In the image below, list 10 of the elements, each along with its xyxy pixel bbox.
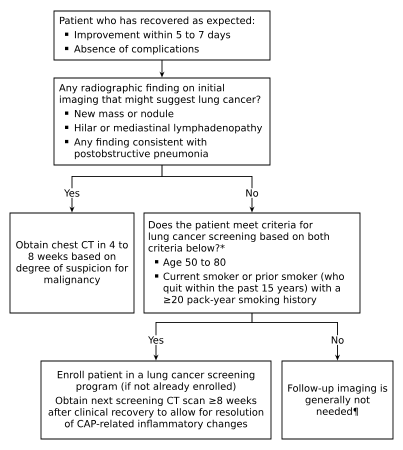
process-box: Enroll patient in a lung cancer screening program (if not already enrolled) Obtain next screening CT scan ≥8 weeks after clinical recovery to allow for resolution of CAP-related inflammatory changes [40,360,272,440]
edge-label: Yes [146,335,166,345]
decision-box: Does the patient meet criteria for lung cancer screening based on both criteria below?* Age 50 to 80 Current smoker or prior smoker (who quit within the past 15 years) with a ≥20 pack-year smoking history [144,212,360,314]
edge-label: No [330,335,346,345]
decision-box: Any radiographic finding on initial imaging that might suggest lung cancer? New mass or nodule Hilar or mediastinal lymphadenopathy Any finding consistent with postobstructive pneumonia [54,78,270,166]
process-box: Obtain chest CT in 4 to 8 weeks based on degree of suspicion for malignancy [10,212,134,314]
edge-label: No [244,188,260,198]
edge-label: Yes [62,188,82,198]
process-box: Follow-up imaging is generally not needed¶ [282,360,394,440]
start-box: Patient who has recovered as expected: Improvement within 5 to 7 days Absence of complications [54,10,270,60]
